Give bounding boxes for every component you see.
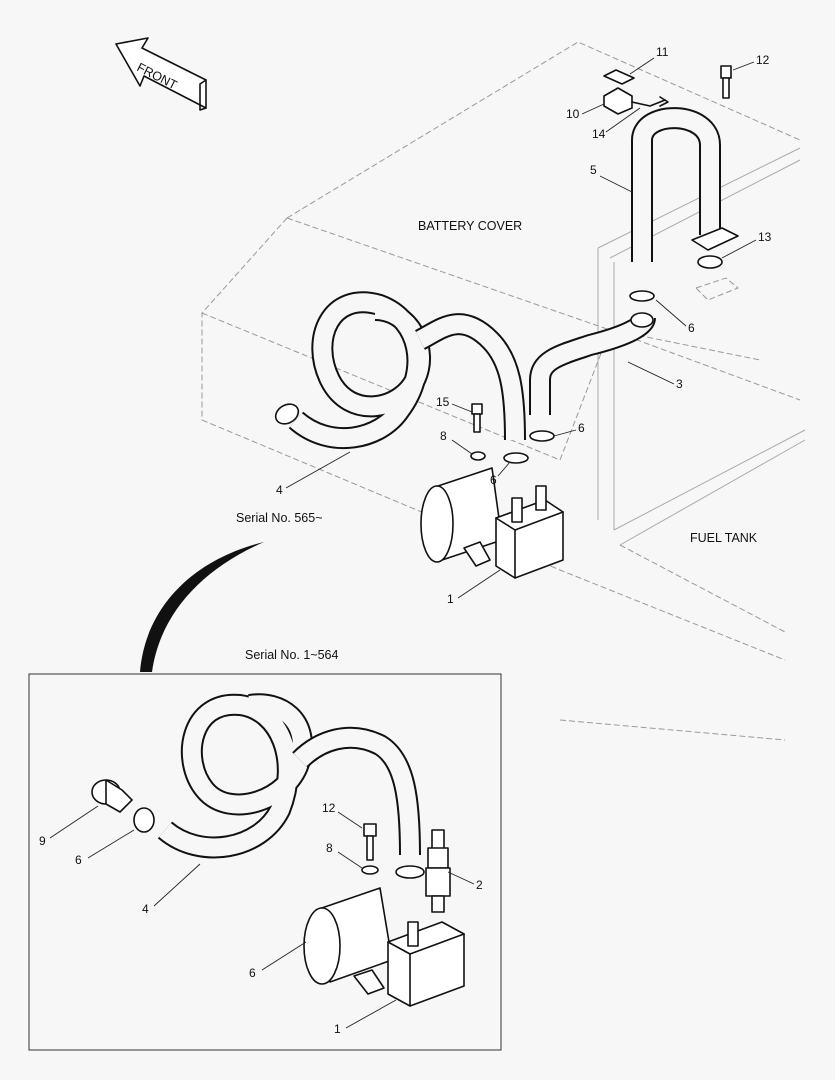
hose-3 bbox=[529, 312, 656, 415]
switch-assembly bbox=[603, 69, 669, 115]
front-arrow-icon: FRONT bbox=[115, 37, 207, 111]
callout: 1 bbox=[447, 592, 454, 606]
callout: 4 bbox=[276, 483, 283, 497]
coiled-hose bbox=[274, 291, 526, 450]
callout: 8 bbox=[326, 841, 333, 855]
callout: 4 bbox=[142, 902, 149, 916]
inset-fitting-2 bbox=[395, 829, 451, 913]
callout: 14 bbox=[592, 127, 606, 141]
callouts-inset: 12 8 9 6 2 4 6 1 bbox=[39, 801, 483, 1036]
callout: 6 bbox=[490, 473, 497, 487]
callouts-main: 11 12 10 14 5 13 6 3 15 8 6 6 4 1 bbox=[276, 45, 772, 606]
pipe-5 bbox=[631, 107, 739, 301]
hose-clamps bbox=[503, 290, 655, 464]
callout: 6 bbox=[75, 853, 82, 867]
callout: 1 bbox=[334, 1022, 341, 1036]
callout: 8 bbox=[440, 429, 447, 443]
callout: 2 bbox=[476, 878, 483, 892]
inset-link-swoosh bbox=[140, 542, 264, 672]
callout: 6 bbox=[688, 321, 695, 335]
inset-bolt-12-washer-8 bbox=[361, 823, 379, 875]
bolt-12 bbox=[720, 65, 732, 99]
callout: 10 bbox=[566, 107, 580, 121]
callout: 12 bbox=[322, 801, 336, 815]
callout: 11 bbox=[656, 45, 669, 59]
fuel-pump-main bbox=[420, 467, 564, 579]
callout: 15 bbox=[436, 395, 450, 409]
inset-frame bbox=[28, 673, 502, 1051]
inset-fitting-9 bbox=[91, 779, 155, 833]
callout: 3 bbox=[676, 377, 683, 391]
callout: 5 bbox=[590, 163, 597, 177]
callout: 12 bbox=[756, 53, 770, 67]
inset-fuel-pump bbox=[303, 887, 465, 1007]
callout: 6 bbox=[578, 421, 585, 435]
inset-coiled-hose bbox=[157, 693, 421, 859]
fuel-tank-label: FUEL TANK bbox=[690, 531, 758, 545]
callout: 13 bbox=[758, 230, 772, 244]
callout: 6 bbox=[249, 966, 256, 980]
serial-old-label: Serial No. 1~564 bbox=[245, 648, 339, 662]
serial-new-label: Serial No. 565~ bbox=[236, 511, 323, 525]
battery-cover-label: BATTERY COVER bbox=[418, 219, 522, 233]
callout: 9 bbox=[39, 834, 46, 848]
bolt-15-washer-8 bbox=[470, 403, 486, 461]
